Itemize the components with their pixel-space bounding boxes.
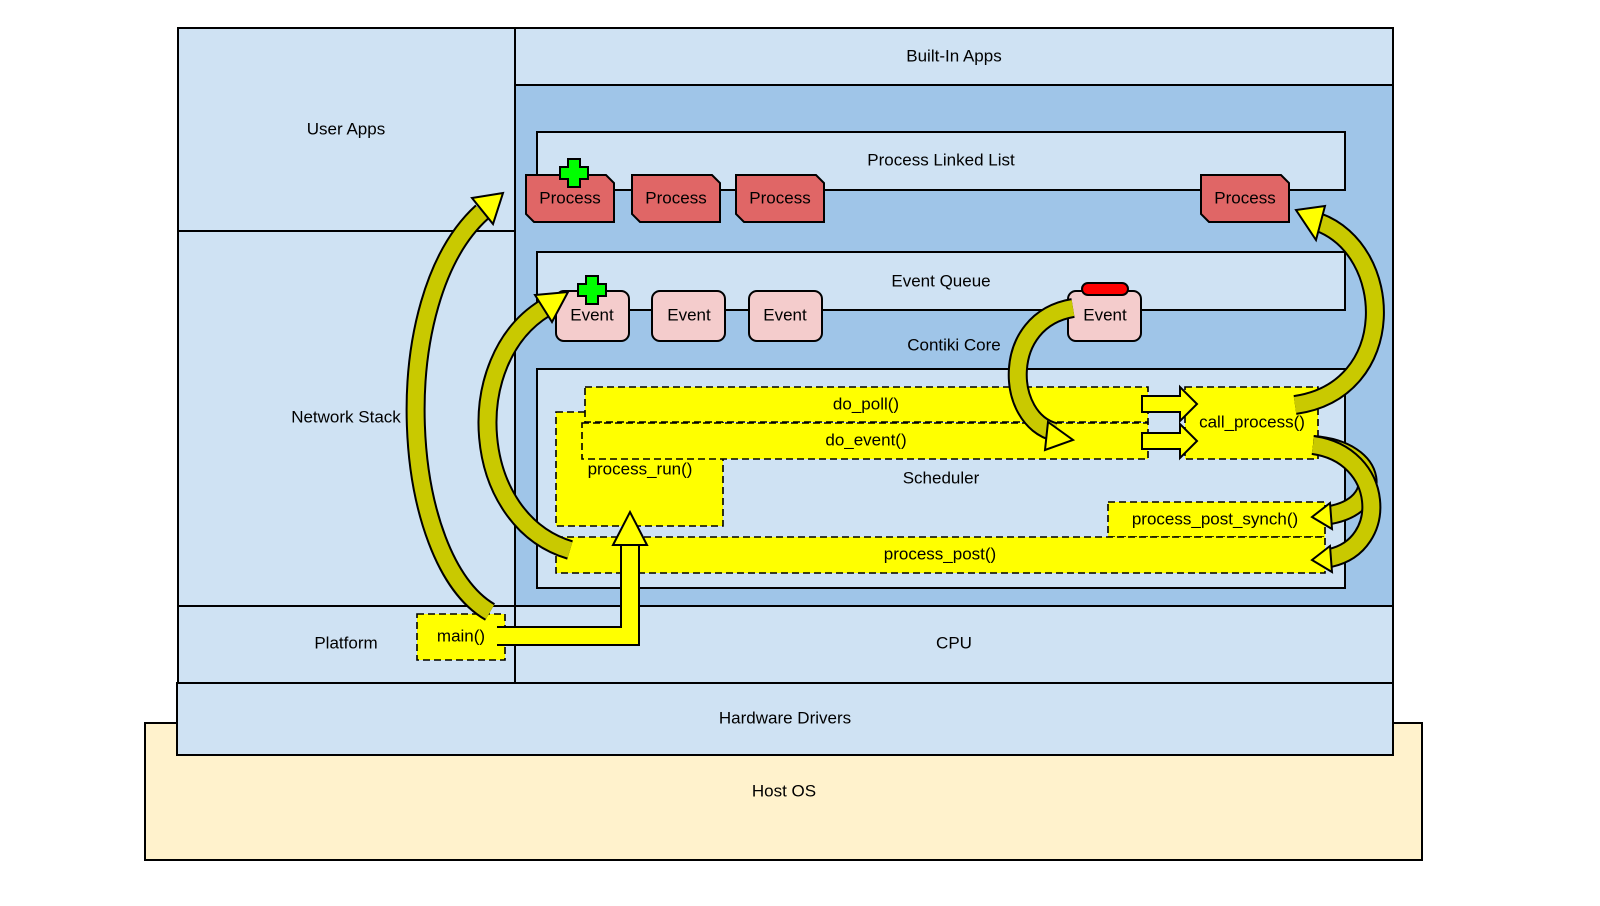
user-apps-label: User Apps [307, 119, 385, 138]
event-to-do-event-arrow [1007, 298, 1076, 452]
network-stack-label: Network Stack [291, 407, 401, 426]
scheduler-label: Scheduler [903, 468, 980, 487]
event-node: Event [555, 290, 630, 342]
remove-event-minus-icon [1081, 282, 1129, 296]
do-poll-label: do_poll() [833, 394, 899, 413]
add-event-plus-icon [577, 275, 607, 305]
event-node: Event [651, 290, 726, 342]
call-process-to-process-arrow [1293, 204, 1385, 415]
main-to-user-apps-arrow [405, 191, 505, 621]
process-node: Process [525, 174, 615, 223]
cpu-block: CPU [514, 605, 1394, 684]
process-label: Process [1214, 188, 1275, 207]
process-label: Process [645, 188, 706, 207]
main-function: main() [416, 613, 506, 661]
hardware-drivers-layer: Hardware Drivers [176, 682, 1394, 756]
process-node: Process [1200, 174, 1290, 223]
process-node: Process [631, 174, 721, 223]
process-post-synch-label: process_post_synch() [1132, 509, 1298, 528]
event-label: Event [667, 305, 711, 324]
call-process-label: call_process() [1199, 412, 1305, 431]
hardware-drivers-label: Hardware Drivers [719, 708, 851, 727]
main-to-event-arrow [477, 290, 574, 560]
network-stack-block: Network Stack [177, 230, 516, 607]
process-linked-list-label: Process Linked List [867, 150, 1015, 169]
event-node: Event [748, 290, 823, 342]
process-node: Process [735, 174, 825, 223]
built-in-apps-block: Built-In Apps [514, 27, 1394, 86]
host-os-label: Host OS [752, 781, 816, 800]
event-label: Event [763, 305, 807, 324]
process-label: Process [749, 188, 810, 207]
do-poll-function: do_poll() [584, 386, 1149, 423]
cpu-label: CPU [936, 633, 972, 652]
main-label: main() [437, 626, 485, 645]
event-label: Event [570, 305, 614, 324]
platform-label: Platform [314, 633, 377, 652]
main-to-process-run-arrow [497, 509, 649, 646]
process-label: Process [539, 188, 600, 207]
event-node: Event [1067, 290, 1142, 342]
process-post-label: process_post() [884, 544, 996, 563]
do-poll-to-call-process-arrow [1141, 384, 1199, 424]
process-post-function: process_post() [555, 536, 1326, 574]
process-post-synch-function: process_post_synch() [1107, 501, 1326, 538]
call-process-to-post-arrow [1310, 435, 1382, 574]
process-run-label: process_run() [588, 459, 693, 478]
add-process-plus-icon [559, 158, 589, 188]
contiki-core-label: Contiki Core [907, 335, 1001, 354]
do-event-to-call-process-arrow [1141, 421, 1199, 461]
event-label: Event [1083, 305, 1127, 324]
event-queue-label: Event Queue [891, 271, 990, 290]
do-event-label: do_event() [825, 430, 906, 449]
built-in-apps-label: Built-In Apps [906, 46, 1001, 65]
user-apps-block: User Apps [177, 27, 516, 232]
